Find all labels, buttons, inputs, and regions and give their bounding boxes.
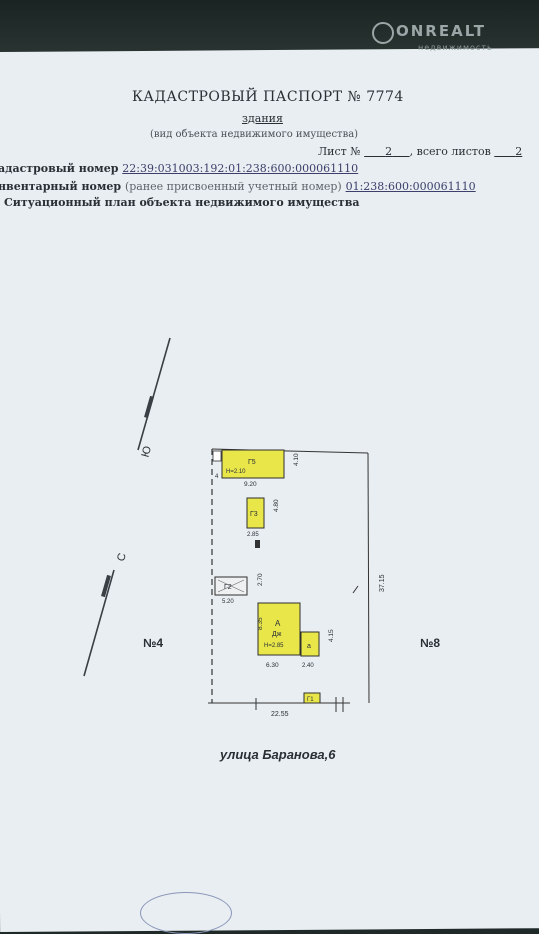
marker-icon (255, 540, 260, 548)
building-g1-code: Г1 (307, 697, 314, 703)
building-g3-code: Г3 (250, 511, 258, 518)
neighbor-right: №8 (420, 636, 441, 650)
lot-boundary-right (367, 452, 370, 704)
building-g3-width: 2.85 (247, 532, 259, 538)
sheet-label: Лист № (318, 145, 361, 158)
compass-arrow-north-icon (101, 574, 111, 598)
sheets-total: 2 (515, 145, 523, 158)
cadastral-label: адастровый номер (0, 162, 119, 175)
building-g5-depth: 4.10 (293, 453, 300, 466)
building-annex-depth: 4.15 (328, 629, 335, 642)
building-g2-code: Г2 (224, 584, 232, 591)
building-g5-corner-dim: 4 (215, 474, 219, 480)
cadastral-value: 22:39:031003:192:01:238:600:000061110 (122, 162, 359, 175)
lot-depth: 37.15 (379, 574, 386, 592)
object-type-hint: (вид объекта недвижимого имущества) (150, 129, 359, 140)
building-g5-corner (212, 450, 222, 462)
building-main-material: Дж (272, 631, 282, 638)
building-main-width: 6.30 (266, 662, 279, 669)
lot-width: 22.55 (271, 711, 289, 718)
inventory-label: нвентарный номер (0, 180, 122, 193)
building-g5-width: 9.20 (244, 481, 257, 488)
watermark-tagline: недвижимость (418, 43, 493, 52)
building-g2-depth: 2.70 (257, 573, 264, 586)
building-main-height: H=2.85 (264, 643, 284, 649)
watermark-brand: ONREALT (396, 22, 487, 40)
building-annex-code: а (307, 643, 311, 650)
cadastral-number-row: адастровый номер 22:39:031003:192:01:238… (0, 162, 358, 175)
building-main-code: А (275, 619, 281, 628)
building-g3-depth: 4.80 (273, 499, 280, 512)
building-g5-height: H=2.10 (226, 469, 246, 475)
onrealt-logo-icon (372, 22, 394, 44)
site-plan: Ю С Г5 H=2.10 9.20 4.10 4 Г3 2.85 4.80 Г… (83, 337, 386, 718)
compass-label-north: С (115, 552, 129, 563)
building-g2-hatch (217, 579, 245, 593)
street-address: улица Баранова,6 (220, 747, 336, 762)
building-main-a (257, 602, 301, 656)
building-g5-code: Г5 (248, 459, 256, 466)
building-g5 (221, 449, 285, 479)
compass-line-south (137, 337, 171, 451)
inventory-number-row: нвентарный номер (ранее присвоенный учет… (0, 180, 476, 193)
inventory-hint: (ранее присвоенный учетный номер) (124, 180, 342, 193)
compass-line-north (83, 569, 115, 677)
compass-arrow-south-icon (144, 395, 154, 419)
object-type: здания (242, 112, 283, 125)
inventory-value: 01:238:600:000061110 (345, 180, 476, 193)
stamp-icon (140, 892, 232, 934)
compass-label-south: Ю (140, 445, 154, 459)
building-g1 (303, 692, 321, 704)
building-main-depth: 8.35 (257, 617, 264, 630)
building-g2-width: 5.20 (222, 599, 234, 605)
dim-tick (352, 585, 359, 594)
sheet-info: Лист № 2 , всего листов 2 (318, 145, 522, 158)
neighbor-left: №4 (143, 636, 164, 650)
sheets-total-label: , всего листов (409, 145, 491, 158)
building-annex-width: 2.40 (302, 663, 314, 669)
document-title: КАДАСТРОВЫЙ ПАСПОРТ № 7774 (132, 89, 404, 105)
section-title: Ситуационный план объекта недвижимого им… (4, 196, 360, 209)
building-annex-a (300, 631, 320, 657)
sheet-number: 2 (385, 145, 393, 158)
building-g3 (246, 497, 265, 529)
